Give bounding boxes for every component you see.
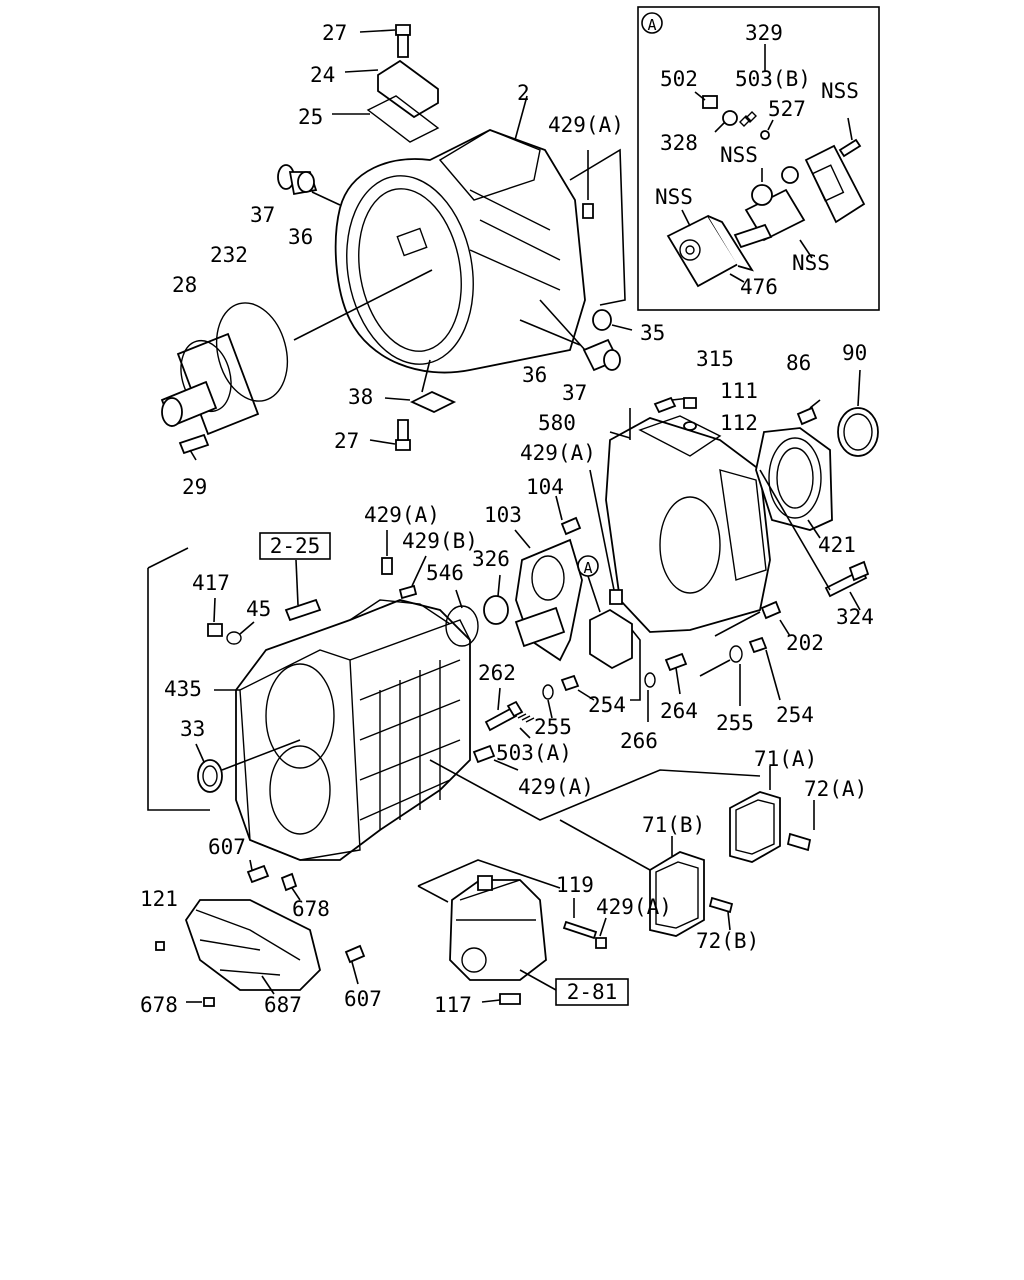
label-33: 33 (180, 717, 205, 741)
label-nss-2: NSS (720, 143, 758, 167)
label-nss-1: NSS (821, 79, 859, 103)
label-687: 687 (264, 993, 302, 1017)
label-27-bottom: 27 (334, 429, 359, 453)
label-476: 476 (740, 275, 778, 299)
label-502: 502 (660, 67, 698, 91)
label-254-right: 254 (776, 703, 814, 727)
label-112: 112 (720, 411, 758, 435)
label-29: 29 (182, 475, 207, 499)
label-255-right: 255 (716, 711, 754, 735)
label-326: 326 (472, 547, 510, 571)
label-37-right: 37 (562, 381, 587, 405)
label-429b: 429(B) (402, 529, 478, 553)
label-38: 38 (348, 385, 373, 409)
label-72a: 72(A) (804, 777, 867, 801)
label-28: 28 (172, 273, 197, 297)
label-254-left: 254 (588, 693, 626, 717)
label-117: 117 (434, 993, 472, 1017)
label-36-top: 36 (288, 225, 313, 249)
label-104: 104 (526, 475, 564, 499)
ref-box-2-25 (259, 532, 331, 560)
label-328: 328 (660, 131, 698, 155)
label-429a-5: 678 (292, 897, 330, 921)
label-262: 262 (478, 661, 516, 685)
label-103: 103 (484, 503, 522, 527)
label-324: 324 (836, 605, 874, 629)
label-202: 202 (786, 631, 824, 655)
label-255-left: 255 (534, 715, 572, 739)
label-678-upper: 121 (140, 887, 178, 911)
bell-housing-assembly (160, 24, 633, 461)
transmission-case-assembly: 2-25 (147, 530, 815, 1007)
label-429a-2: 429(A) (520, 441, 596, 465)
ref-2-81: 2-81 (567, 980, 618, 1004)
label-35: 35 (640, 321, 665, 345)
label-315: 315 (696, 347, 734, 371)
label-37-top: 37 (250, 203, 275, 227)
label-nss-4: NSS (792, 251, 830, 275)
label-429a-3: 429(A) (364, 503, 440, 527)
label-2: 2 (517, 81, 530, 105)
label-119: 119 (556, 873, 594, 897)
label-264: 264 (660, 699, 698, 723)
label-503b: 503(B) (735, 67, 811, 91)
inset-detail-a: A 329 502 503(B) 527 328 NSS NSS NSS NSS… (637, 6, 880, 311)
label-71b: 71(B) (642, 813, 705, 837)
label-580: 580 (538, 411, 576, 435)
label-24: 24 (310, 63, 335, 87)
label-111: 111 (720, 379, 758, 403)
inset-marker-circle (641, 12, 663, 34)
label-678-lower: 678 (140, 993, 178, 1017)
label-607-lower: 607 (344, 987, 382, 1011)
label-607-upper: 607 (208, 835, 246, 859)
label-36-right: 36 (522, 363, 547, 387)
label-72b: 72(B) (696, 929, 759, 953)
ref-box-2-81 (555, 978, 629, 1006)
inset-marker: A (647, 16, 656, 34)
label-90: 90 (842, 341, 867, 365)
label-429a-4: 429(A) (518, 775, 594, 799)
ref-2-25: 2-25 (270, 534, 321, 558)
label-71a: 71(A) (754, 747, 817, 771)
label-503a: 503(A) (496, 741, 572, 765)
extension-housing-assembly: A (483, 369, 879, 739)
callout-marker-a: A (583, 559, 592, 577)
label-329: 329 (745, 21, 783, 45)
label-421: 421 (818, 533, 856, 557)
label-232: 232 (210, 243, 248, 267)
label-429a-1: 429(A) (548, 113, 624, 137)
label-527: 527 (768, 97, 806, 121)
label-27-top: 27 (322, 21, 347, 45)
label-266: 266 (620, 729, 658, 753)
label-86: 86 (786, 351, 811, 375)
label-25: 25 (298, 105, 323, 129)
label-435: 435 (164, 677, 202, 701)
label-417: 417 (192, 571, 230, 595)
label-nss-3: NSS (655, 185, 693, 209)
label-45: 45 (246, 597, 271, 621)
label-121: 429(A) (596, 895, 672, 919)
label-546: 546 (426, 561, 464, 585)
